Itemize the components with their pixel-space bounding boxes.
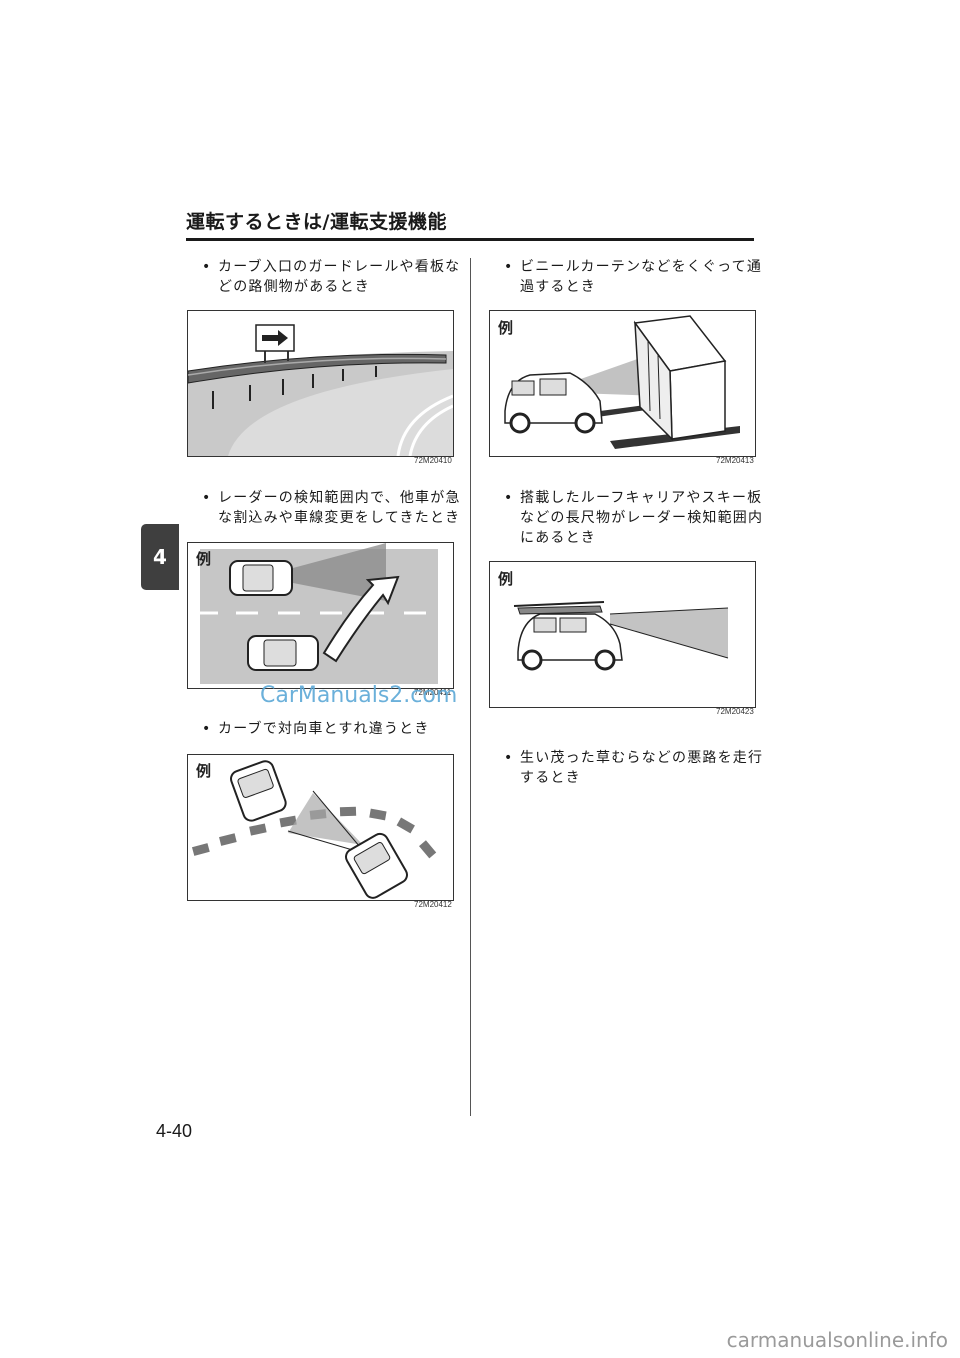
bullet-item: • カーブで対向車とすれ違うとき [202, 719, 470, 739]
bullet-dot: • [202, 490, 212, 506]
oncoming-illustration [191, 760, 437, 899]
bullet-dot: • [202, 721, 212, 737]
bullet-dot: • [504, 750, 514, 766]
vinyl-curtain-illustration [504, 315, 740, 449]
guardrail-illustration [188, 324, 453, 456]
chapter-tab[interactable]: 4 [141, 524, 179, 590]
bullet-item: • 生い茂った草むらなどの悪路を走行するとき [504, 748, 772, 788]
cut-in-illustration [200, 543, 438, 684]
example-label: 例 [196, 550, 212, 568]
figure-guardrail [187, 310, 454, 457]
footer-watermark: carmanualsonline.info [726, 1328, 948, 1352]
figure-code: 72M20412 [414, 900, 452, 909]
bullet-text: レーダーの検知範囲内で、他車が急な割込みや車線変更をしてきたとき [218, 490, 461, 526]
example-label: 例 [196, 762, 212, 780]
figure-roof-carrier [489, 561, 756, 708]
bullet-text: 搭載したルーフキャリアやスキー板などの長尺物がレーダー検知範囲内にあるとき [520, 490, 764, 546]
figure-code: 72M20423 [716, 707, 754, 716]
bullet-item: • カーブ入口のガードレールや看板などの路側物があるとき [202, 257, 470, 297]
bullet-item: • レーダーの検知範囲内で、他車が急な割込みや車線変更をしてきたとき [202, 488, 470, 528]
figure-vinyl-curtain [489, 310, 756, 457]
roof-carrier-illustration [513, 601, 729, 671]
column-divider [470, 258, 471, 1116]
example-label: 例 [498, 319, 514, 337]
example-label: 例 [498, 570, 514, 588]
page-header: 運転するときは/運転支援機能 [186, 208, 754, 241]
bullet-dot: • [202, 259, 212, 275]
bullet-text: カーブで対向車とすれ違うとき [218, 721, 430, 737]
watermark: CarManuals2.com [260, 683, 458, 708]
bullet-text: ビニールカーテンなどをくぐって通過するとき [520, 259, 763, 295]
figure-code: 72M20413 [716, 456, 754, 465]
page-number: 4-40 [156, 1121, 193, 1141]
bullet-text: カーブ入口のガードレールや看板などの路側物があるとき [218, 259, 461, 295]
figure-cut-in [187, 542, 454, 689]
bullet-text: 生い茂った草むらなどの悪路を走行するとき [520, 750, 764, 786]
bullet-dot: • [504, 259, 514, 275]
bullet-item: • 搭載したルーフキャリアやスキー板などの長尺物がレーダー検知範囲内にあるとき [504, 488, 772, 548]
figure-code: 72M20411 [414, 688, 452, 697]
bullet-dot: • [504, 490, 514, 506]
figure-code: 72M20410 [414, 456, 452, 465]
section-title: 運転するときは/運転支援機能 [186, 211, 447, 233]
bullet-item: • ビニールカーテンなどをくぐって通過するとき [504, 257, 772, 297]
figure-oncoming [187, 754, 454, 901]
